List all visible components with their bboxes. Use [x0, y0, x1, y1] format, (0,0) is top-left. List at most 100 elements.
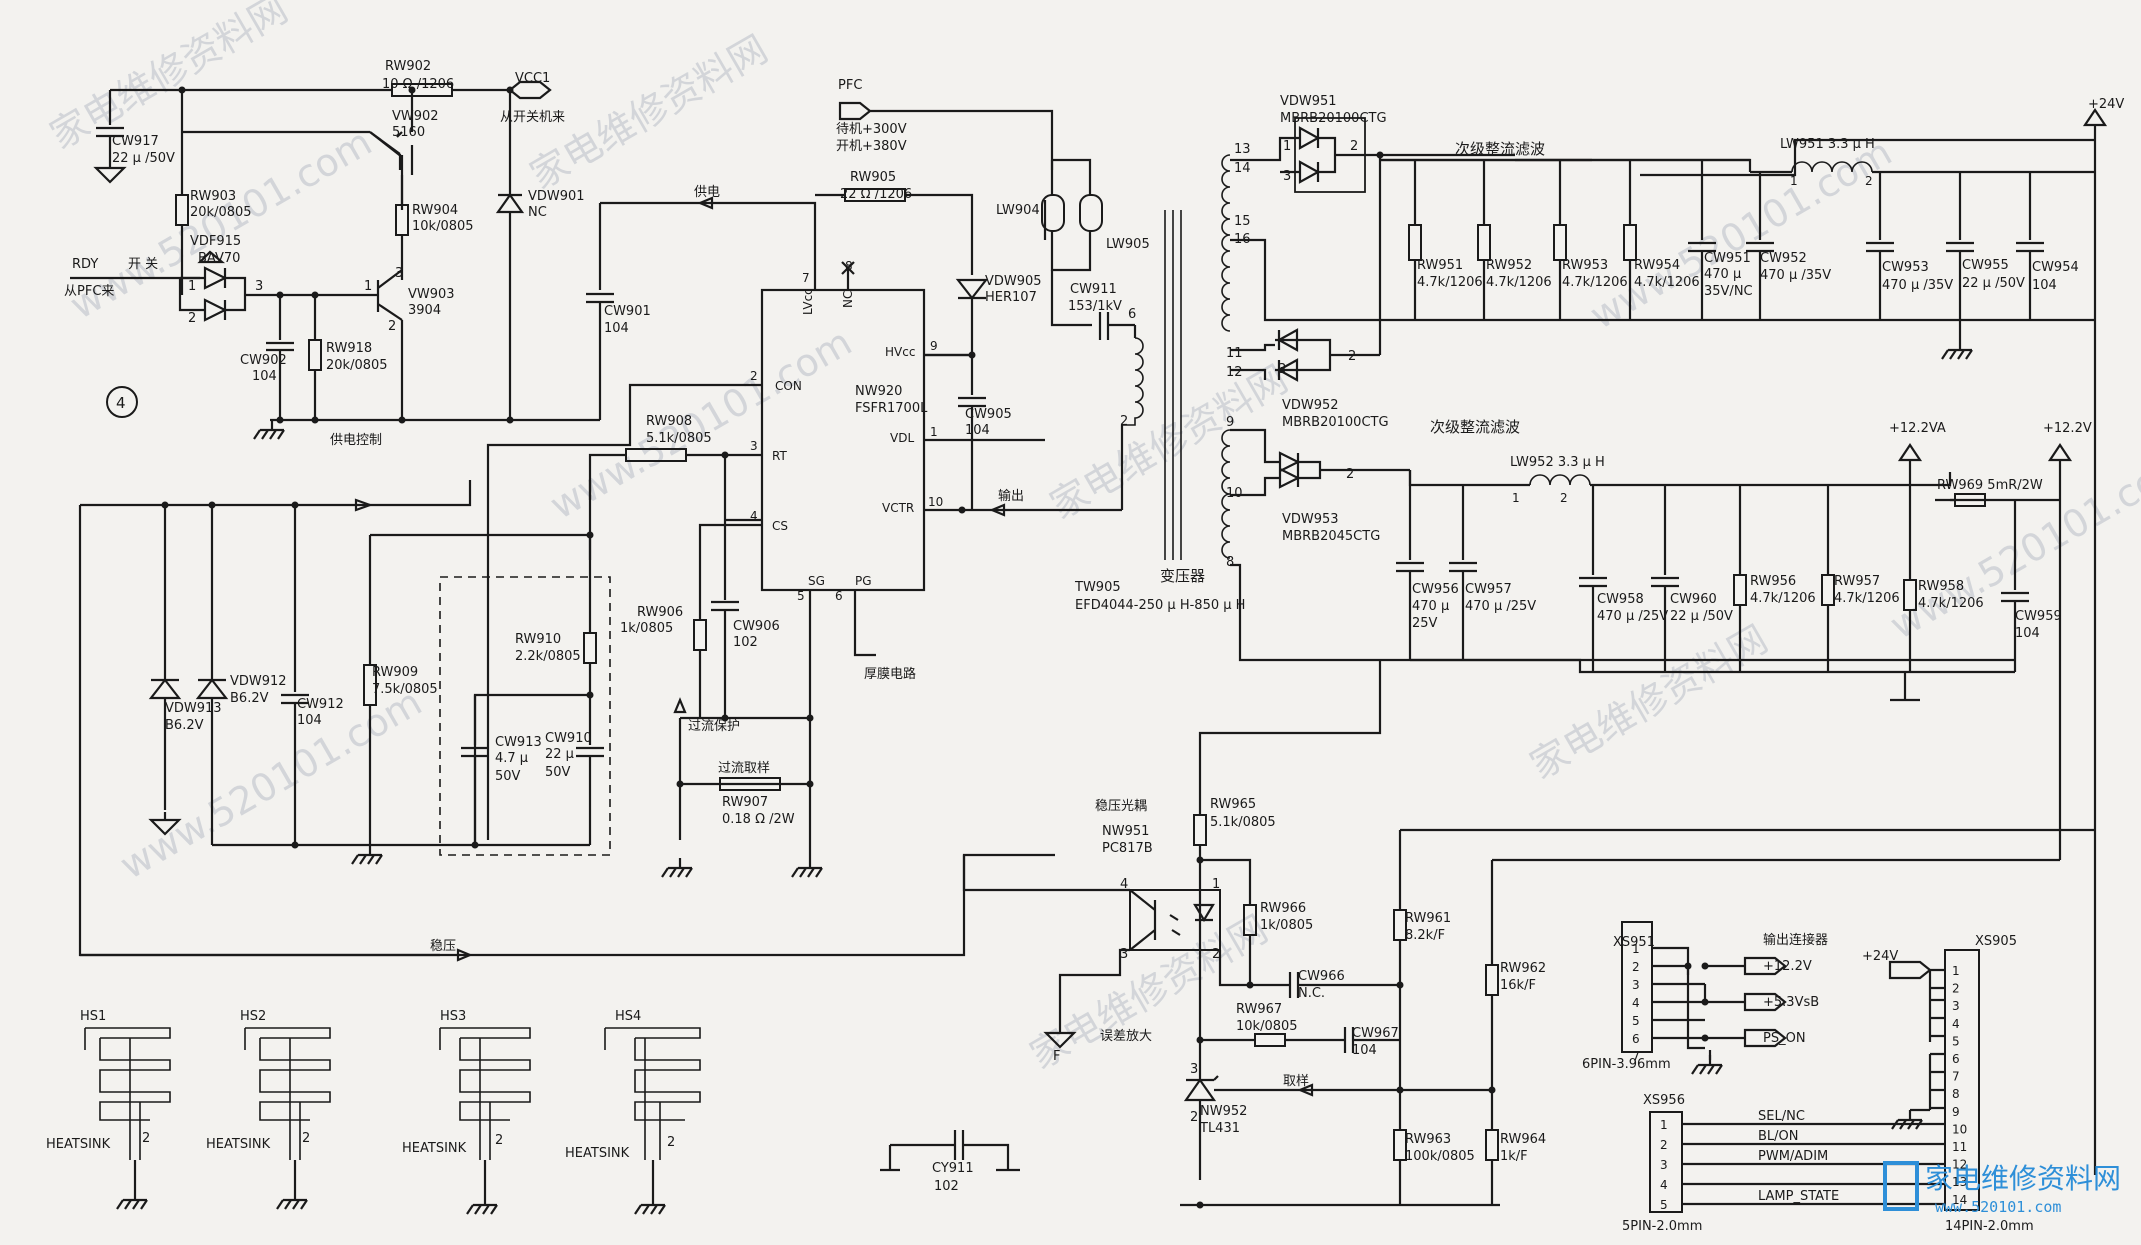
- pin-1: 1: [364, 279, 372, 294]
- cw956-value: 470 μ: [1412, 599, 1449, 614]
- supply-control-label: 供电控制: [330, 433, 382, 448]
- pin-2: 2: [1560, 491, 1568, 505]
- watermark-cn: 家电维修资料网: [1523, 617, 1775, 788]
- watermark-layer: 家电维修资料网 www.520101.com 家电维修资料网 www.52010…: [43, 0, 2141, 1078]
- standby-voltage: 待机+300V: [836, 122, 907, 137]
- pin-nc: NC: [841, 291, 855, 308]
- signal-sel: SEL/NC: [1758, 1109, 1805, 1124]
- pin-9: 9: [930, 339, 938, 353]
- signal-bl: BL/ON: [1758, 1129, 1799, 1144]
- pin-con: CON: [775, 379, 802, 393]
- pin-1: 1: [930, 425, 938, 439]
- flag-24v: +24V: [1862, 949, 1898, 964]
- signal-pwm: PWM/ADIM: [1758, 1149, 1828, 1164]
- pin-2: 2: [667, 1135, 675, 1150]
- heatsink-hs4: HS4 HEATSINK 2: [565, 1009, 700, 1214]
- pin-3: 3: [255, 279, 263, 294]
- pin-2: 2: [188, 311, 196, 326]
- watermark-url: www.520101.com: [1883, 440, 2141, 648]
- vdw953-label: VDW953: [1282, 512, 1339, 527]
- rw957-value: 4.7k/1206: [1834, 591, 1900, 606]
- rw910-label: RW910: [515, 632, 561, 647]
- cw967-label: CW967: [1352, 1026, 1399, 1041]
- rw907-value: 0.18 Ω /2W: [722, 812, 795, 827]
- heatsinks: HS1 HEATSINK 2 HS2 HEATSINK 2 HS3 HEATSI…: [46, 1009, 1020, 1214]
- section-number: 4: [116, 394, 126, 412]
- vdw912-label: VDW912: [230, 674, 287, 689]
- v12-label: +12.2V: [2043, 421, 2092, 436]
- cw906-label: CW906: [733, 619, 780, 634]
- connector-pin-number: 1: [1660, 1118, 1668, 1132]
- vdw913-value: B6.2V: [165, 718, 204, 733]
- xs905-label: XS905: [1975, 934, 2017, 949]
- rw956-value: 4.7k/1206: [1750, 591, 1816, 606]
- rw958-label: RW958: [1918, 579, 1964, 594]
- nw951-label: NW951: [1102, 824, 1149, 839]
- cw958-value: 470 μ /25V: [1597, 609, 1668, 624]
- pin-2: 2: [1346, 467, 1354, 482]
- heatsink-label: HEATSINK: [206, 1137, 271, 1152]
- heatsink-label: HEATSINK: [46, 1137, 111, 1152]
- pin-sg: SG: [808, 574, 825, 588]
- pin-3: 3: [1278, 362, 1286, 377]
- cw917-label: CW917: [112, 134, 159, 149]
- pin-hvcc: HVcc: [885, 345, 915, 359]
- rw963-label: RW963: [1405, 1132, 1451, 1147]
- connector-pin-number: 6: [1952, 1052, 1960, 1066]
- cw958-label: CW958: [1597, 592, 1644, 607]
- vdw952-label: VDW952: [1282, 398, 1339, 413]
- cw910-label: CW910: [545, 731, 592, 746]
- heatsink-label: HEATSINK: [402, 1141, 467, 1156]
- xs905-type: 14PIN-2.0mm: [1945, 1219, 2034, 1234]
- cw906-value: 102: [733, 635, 758, 650]
- cw951-label: CW951: [1704, 251, 1751, 266]
- rw951-value: 4.7k/1206: [1417, 275, 1483, 290]
- rw904-value: 10k/0805: [412, 219, 474, 234]
- vdw912-value: B6.2V: [230, 691, 269, 706]
- cw967-value: 104: [1352, 1043, 1377, 1058]
- rw905-value: 22 Ω /1206: [840, 187, 912, 202]
- cw952-label: CW952: [1760, 251, 1807, 266]
- rw909-value: 7.5k/0805: [372, 682, 438, 697]
- hs2-label: HS2: [240, 1009, 266, 1024]
- pin-11: 11: [1226, 346, 1243, 361]
- flag-12v: +12.2V: [1763, 959, 1812, 974]
- cy911-value: 102: [934, 1179, 959, 1194]
- pin-12: 12: [1226, 365, 1243, 380]
- rw956-label: RW956: [1750, 574, 1796, 589]
- cw956-voltage: 25V: [1412, 616, 1438, 631]
- connector-pin-number: 2: [1660, 1138, 1668, 1152]
- lw904-label: LW904: [996, 203, 1040, 218]
- cw910-value: 22 μ: [545, 747, 574, 762]
- cw913-voltage: 50V: [495, 769, 521, 784]
- sec-rect-filter-1: 次级整流滤波: [1455, 140, 1545, 158]
- rw906-label: RW906: [637, 605, 683, 620]
- cw959-label: CW959: [2015, 609, 2062, 624]
- pin-3: 3: [750, 439, 758, 453]
- rw908-value: 5.1k/0805: [646, 431, 712, 446]
- flag-pson: PS_ON: [1763, 1031, 1806, 1046]
- error-amp-label: 误差放大: [1100, 1029, 1152, 1044]
- cw901-value: 104: [604, 321, 629, 336]
- rw903-label: RW903: [190, 189, 236, 204]
- cw917-value: 22 μ /50V: [112, 151, 175, 166]
- rw953-label: RW953: [1562, 258, 1608, 273]
- connector-pin-number: 3: [1632, 978, 1640, 992]
- nw920-value: FSFR1700L: [855, 401, 928, 416]
- cw951-rating: 35V/NC: [1704, 284, 1753, 299]
- hs3-label: HS3: [440, 1009, 466, 1024]
- nw952-label: NW952: [1200, 1104, 1247, 1119]
- connector-pin-number: 6: [1632, 1032, 1640, 1046]
- vdf915-value: BAV70: [198, 251, 240, 266]
- pin-6: 6: [835, 589, 843, 603]
- rw906-value: 1k/0805: [620, 621, 673, 636]
- rw961-value: 8.2k/F: [1405, 928, 1445, 943]
- pin-2: 2: [1350, 139, 1358, 154]
- pin-2: 2: [388, 319, 396, 334]
- connector-pin-number: 9: [1952, 1105, 1960, 1119]
- cw956-label: CW956: [1412, 582, 1459, 597]
- pin-2: 2: [302, 1131, 310, 1146]
- cw912-value: 104: [297, 713, 322, 728]
- logo-text: 家电维修资料网: [1925, 1162, 2121, 1195]
